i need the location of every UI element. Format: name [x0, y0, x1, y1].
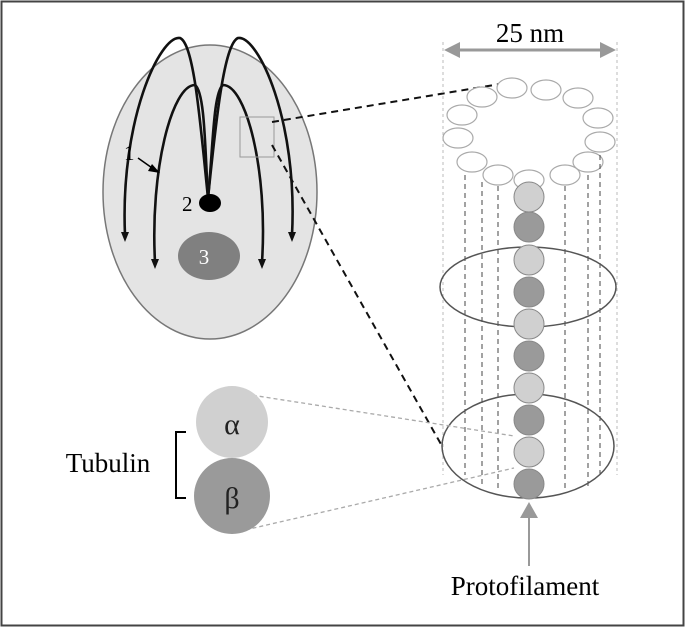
arrowhead: [288, 232, 296, 242]
nucleus: [178, 232, 240, 280]
alpha-label: α: [224, 408, 240, 441]
ring-subunit: [530, 79, 562, 101]
beta-subunit: [513, 468, 545, 500]
arc-inner-left: [153, 83, 210, 263]
beta-subunit: [513, 404, 545, 436]
dimer-guide-top: [231, 391, 515, 437]
ring-subunit: [442, 127, 474, 149]
width-arrow-right: [600, 42, 616, 58]
microtubule-marker-label: 1: [124, 141, 135, 165]
dimer-guide-bottom: [231, 467, 515, 534]
alpha-subunit: [513, 181, 545, 213]
tubulin-label: Tubulin: [66, 448, 151, 478]
ring-subunit: [584, 131, 616, 153]
protofilament-lines: [464, 155, 601, 492]
ring-subunit: [456, 151, 488, 173]
marker-1-arrowhead: [148, 164, 160, 173]
alpha-tubulin: [196, 386, 268, 458]
top-ring: [442, 77, 616, 191]
tubulin-bracket: [175, 431, 186, 499]
alpha-subunit: [513, 244, 545, 276]
alpha-subunit: [513, 372, 545, 404]
zoom-connectors: [271, 81, 513, 447]
beta-subunit: [513, 276, 545, 308]
cell: 3 1 2: [102, 36, 318, 340]
protofilament-column: [513, 181, 545, 500]
ring-subunit: [549, 164, 581, 186]
ring-subunit: [582, 107, 614, 129]
microtubule-arcs: [123, 36, 294, 263]
cell-body: [102, 44, 318, 340]
arrowhead: [258, 259, 266, 269]
arc-arrowheads: [121, 232, 296, 269]
centrosome-marker-label: 2: [182, 192, 193, 216]
beta-tubulin: [194, 458, 270, 534]
width-arrow-left: [444, 42, 460, 58]
ring-subunit: [572, 151, 604, 173]
connector-top: [271, 81, 513, 123]
ring-subunit: [466, 86, 498, 108]
alpha-subunit: [513, 436, 545, 468]
ring-subunit: [496, 77, 528, 99]
width-label: 25 nm: [496, 18, 564, 48]
beta-subunit: [513, 211, 545, 243]
tubulin-dimer: α β Tubulin: [66, 386, 515, 534]
ring-subunit: [562, 87, 594, 109]
beta-label: β: [224, 482, 239, 515]
centrosome: [199, 194, 221, 212]
nucleus-label: 3: [199, 245, 210, 269]
alpha-subunit: [513, 308, 545, 340]
ring-subunit: [482, 164, 514, 186]
connector-bottom: [271, 144, 443, 447]
zoom-box: [239, 116, 275, 158]
arrowhead: [121, 232, 129, 242]
arrowhead: [151, 259, 159, 269]
arc-outer-left: [123, 36, 210, 236]
arc-outer-right: [206, 36, 294, 236]
protofilament-label: Protofilament: [451, 571, 600, 601]
beta-subunit: [513, 340, 545, 372]
protofilament-arrowhead: [520, 502, 538, 518]
microtubule-cylinder: 25 nm: [439, 18, 618, 601]
dimer-zoom-guides: [231, 391, 515, 534]
ring-subunit: [446, 104, 478, 126]
arc-inner-right: [206, 83, 265, 263]
